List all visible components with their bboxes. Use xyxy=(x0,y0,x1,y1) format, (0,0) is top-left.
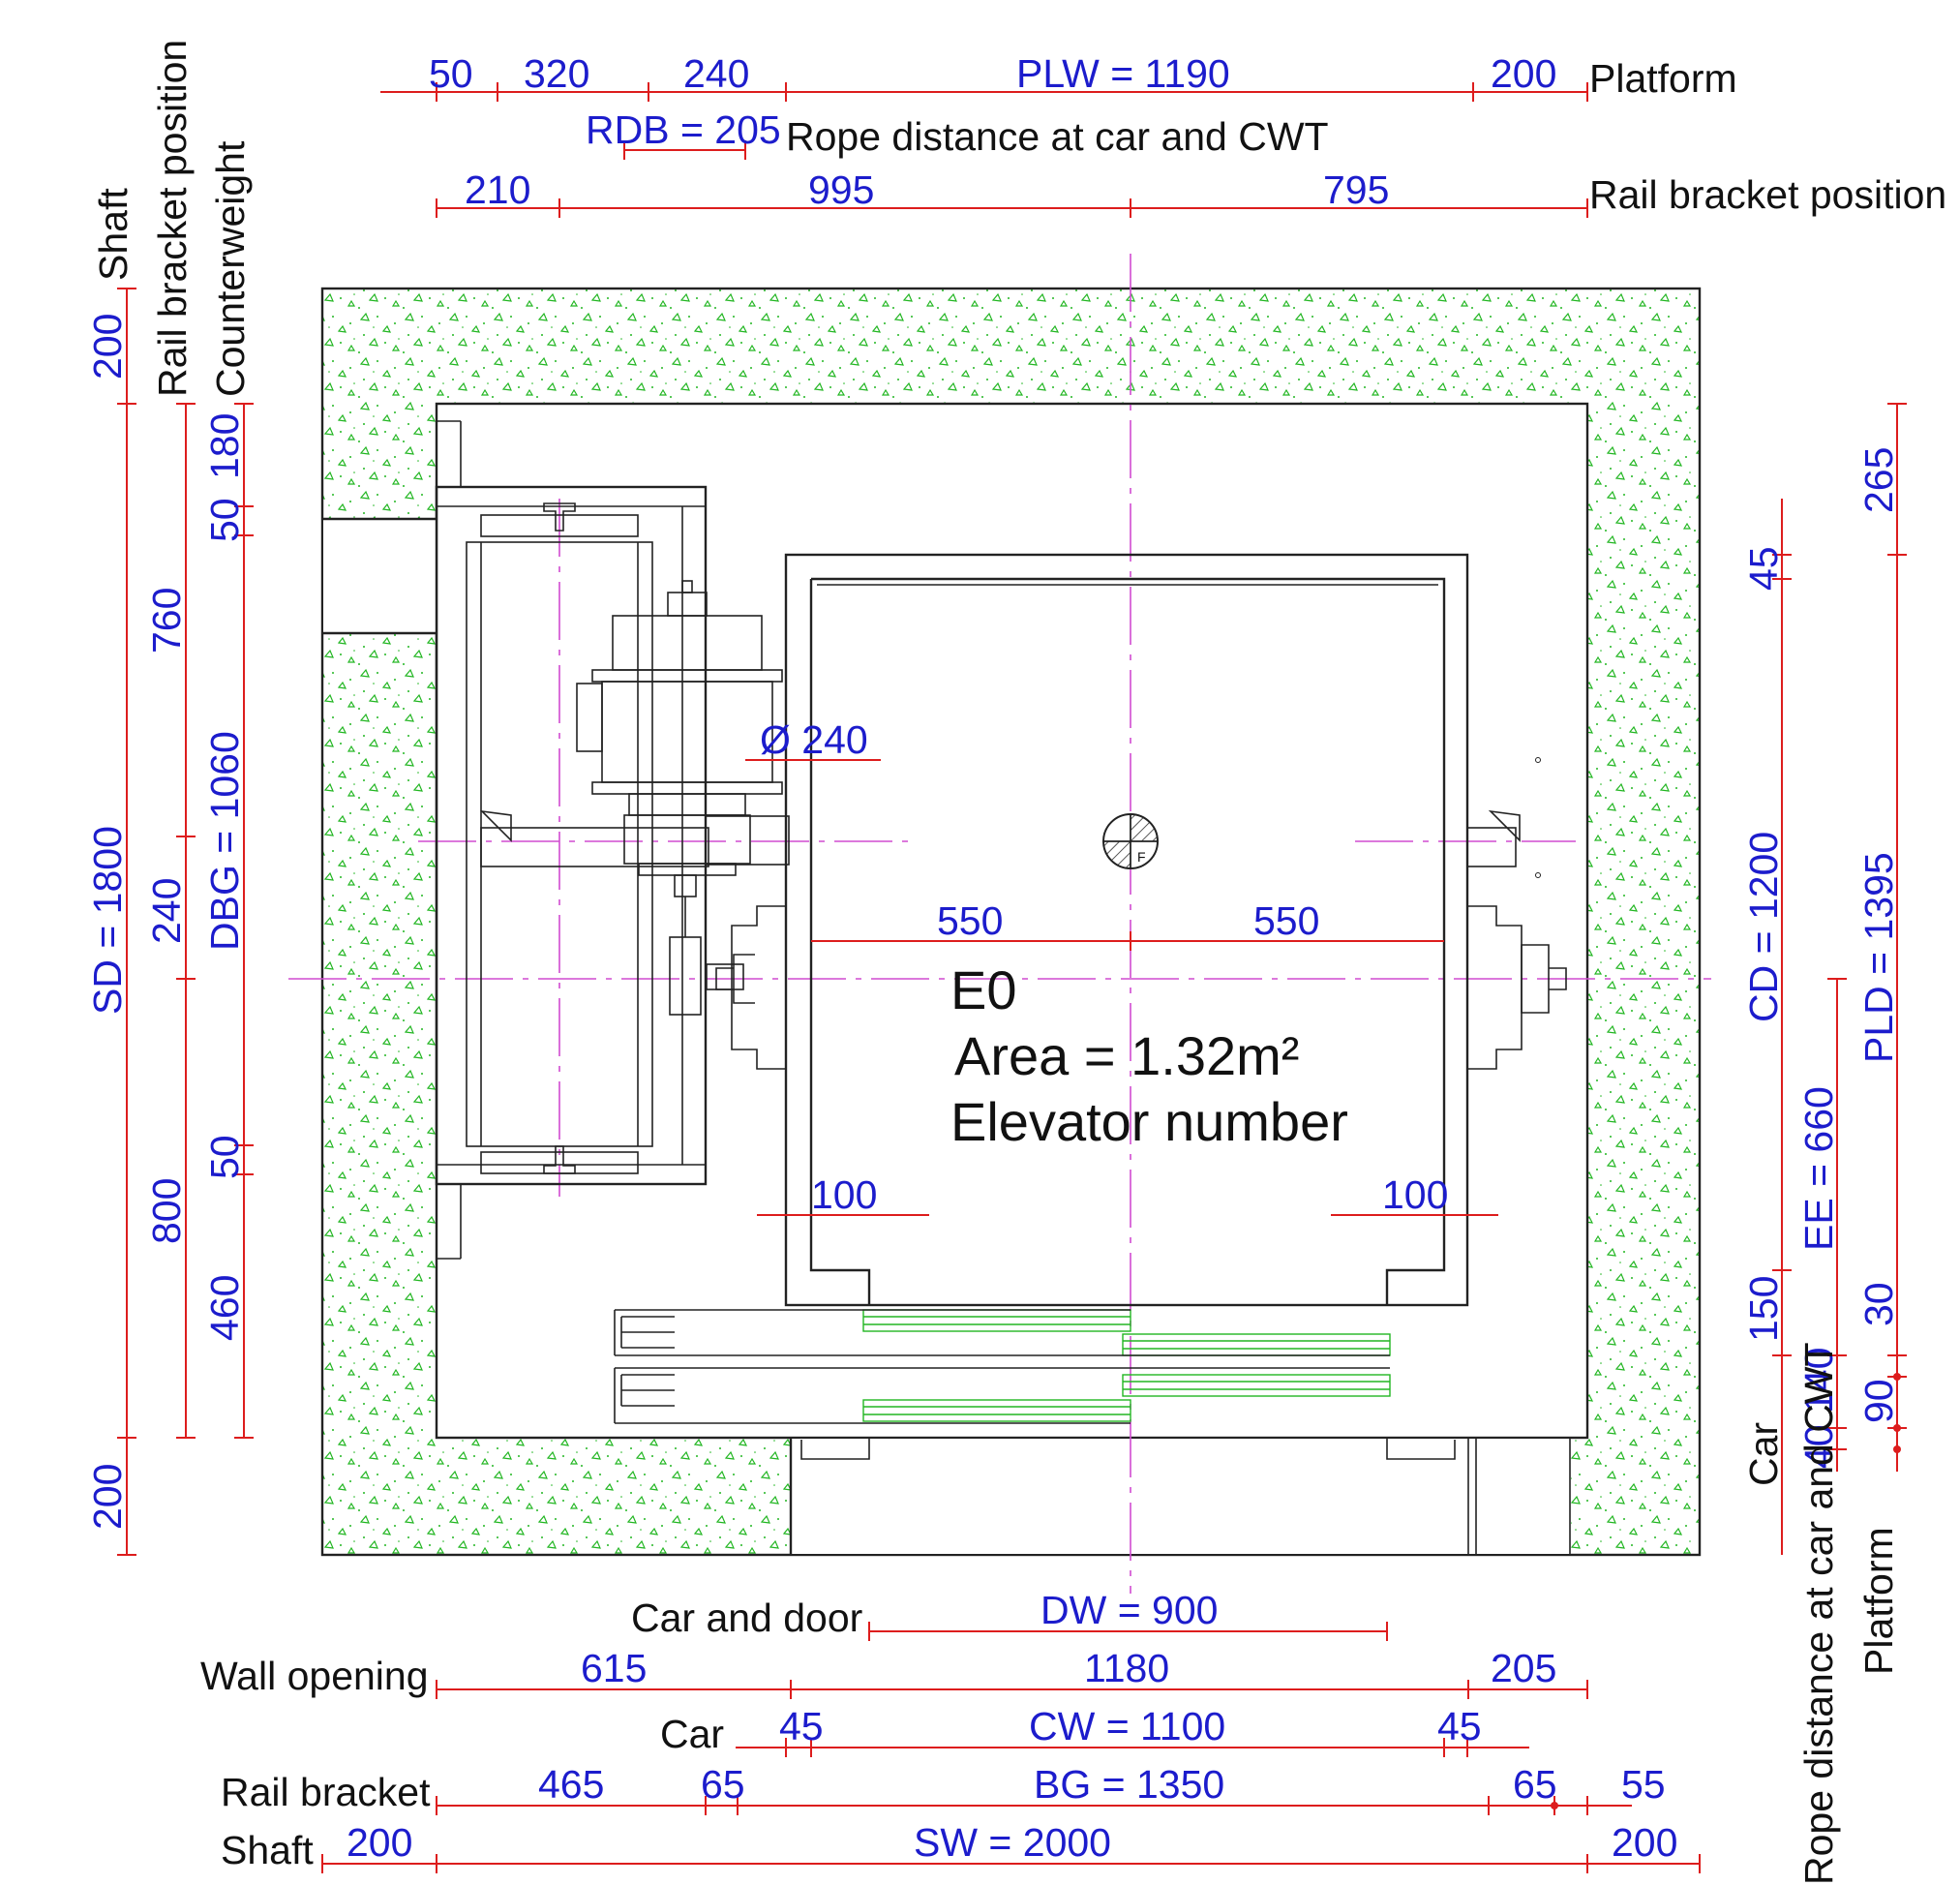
dim-shaft-200-left: 200 xyxy=(347,1820,412,1865)
dim-cd: CD = 1200 xyxy=(1741,832,1786,1022)
dim-plat-265: 265 xyxy=(1856,447,1901,513)
dim-shaft-200-top: 200 xyxy=(85,314,130,380)
label-wall-opening: Wall opening xyxy=(200,1654,429,1698)
left-dimensions: Shaft Rail bracket position Counterweigh… xyxy=(85,40,253,1530)
dim-car-45-right: 45 xyxy=(1437,1704,1482,1748)
label-rail-bracket-bottom: Rail bracket xyxy=(221,1770,431,1814)
dim-sd: SD = 1800 xyxy=(85,826,130,1015)
dim-half-left: 550 xyxy=(937,898,1003,943)
dim-bracket-65-right: 65 xyxy=(1513,1762,1557,1807)
dim-rail-760: 760 xyxy=(144,588,189,654)
label-rail-bracket-top: Rail bracket position xyxy=(1589,172,1946,217)
label-rail-bracket-left: Rail bracket position xyxy=(150,40,195,397)
dim-top-50: 50 xyxy=(429,51,473,96)
dim-opening-205: 205 xyxy=(1491,1646,1556,1690)
dim-opening-615: 615 xyxy=(581,1646,647,1690)
fixing-letter: F xyxy=(1137,849,1146,865)
elevator-number-label: Elevator number xyxy=(950,1091,1348,1152)
dim-rail-800: 800 xyxy=(144,1178,189,1244)
dim-top-320: 320 xyxy=(524,51,589,96)
dim-rail-210: 210 xyxy=(465,167,530,212)
dim-bracket-465: 465 xyxy=(538,1762,604,1807)
center-annotations: Ø 240 550 550 100 100 E0 Area = 1.32m² E… xyxy=(760,717,1448,1217)
dim-gap-right: 100 xyxy=(1382,1172,1448,1217)
dim-car-45: 45 xyxy=(1741,546,1786,591)
label-counterweight-left: Counterweight xyxy=(208,140,253,397)
right-dimensions: 45 CD = 1200 150 Car EE = 660 140 40 Rop… xyxy=(1741,447,1901,1885)
dim-rdb: RDB = 205 xyxy=(586,107,781,152)
top-dimensions: 50 320 240 PLW = 1190 200 Platform RDB =… xyxy=(429,51,1946,217)
center-axes xyxy=(288,254,1711,1594)
label-car-bottom: Car xyxy=(660,1712,724,1756)
counterweight-assembly xyxy=(435,420,1521,1260)
dim-cwt-50-top: 50 xyxy=(202,498,247,542)
dim-plat-90: 90 xyxy=(1856,1379,1901,1423)
dim-bracket-65-left: 65 xyxy=(701,1762,745,1807)
dim-ee: EE = 660 xyxy=(1796,1086,1841,1251)
dim-dbg: DBG = 1060 xyxy=(202,731,247,951)
dim-half-right: 550 xyxy=(1253,898,1319,943)
dim-opening-1180: 1180 xyxy=(1084,1646,1169,1690)
dim-car-45-left: 45 xyxy=(779,1704,824,1748)
label-shaft-bottom: Shaft xyxy=(221,1828,314,1872)
dim-gap-left: 100 xyxy=(811,1172,877,1217)
dim-cwt-180: 180 xyxy=(202,413,247,479)
fixing-symbol: F xyxy=(1102,813,1159,869)
label-platform-top: Platform xyxy=(1589,56,1737,101)
dim-cwt-460: 460 xyxy=(202,1275,247,1341)
label-car-right: Car xyxy=(1741,1422,1786,1486)
dim-cw: CW = 1100 xyxy=(1029,1704,1225,1748)
shaft-walls xyxy=(320,287,1702,1557)
label-car-and-door: Car and door xyxy=(631,1596,862,1640)
dim-plw: PLW = 1190 xyxy=(1016,51,1230,96)
dim-top-240: 240 xyxy=(683,51,749,96)
car-area: Area = 1.32m² xyxy=(954,1025,1299,1086)
dim-pld: PLD = 1395 xyxy=(1856,852,1901,1063)
elevator-id: E0 xyxy=(950,959,1017,1020)
dim-bg: BG = 1350 xyxy=(1034,1762,1224,1807)
dim-rail-795: 795 xyxy=(1323,167,1389,212)
dim-rope-140: 140 xyxy=(1796,1348,1841,1414)
dim-dw: DW = 900 xyxy=(1040,1588,1218,1632)
dim-plat-30: 30 xyxy=(1856,1282,1901,1326)
dim-rail-240: 240 xyxy=(144,878,189,944)
dim-shaft-200-right: 200 xyxy=(1612,1820,1677,1865)
dim-sw: SW = 2000 xyxy=(914,1820,1111,1865)
label-rope-distance-right: Rope distance at car and CWT xyxy=(1796,1342,1841,1885)
dim-bracket-55: 55 xyxy=(1621,1762,1666,1807)
label-shaft-left: Shaft xyxy=(91,188,136,281)
dim-rope-40: 40 xyxy=(1796,1424,1841,1469)
dim-cwt-50-bottom: 50 xyxy=(202,1135,247,1179)
car xyxy=(614,553,1567,1460)
dim-top-200: 200 xyxy=(1491,51,1556,96)
label-platform-right: Platform xyxy=(1856,1527,1901,1675)
horizontal-dimension-lines xyxy=(321,82,1701,1873)
dim-sheave-diameter: Ø 240 xyxy=(760,717,868,762)
dim-rail-995: 995 xyxy=(808,167,874,212)
vertical-dimension-lines xyxy=(117,288,1907,1556)
dim-car-150: 150 xyxy=(1741,1276,1786,1342)
bottom-dimensions: Car and door DW = 900 Wall opening 615 1… xyxy=(200,1588,1677,1872)
dim-shaft-200-bottom: 200 xyxy=(85,1464,130,1530)
label-rope-distance-top: Rope distance at car and CWT xyxy=(786,114,1329,159)
